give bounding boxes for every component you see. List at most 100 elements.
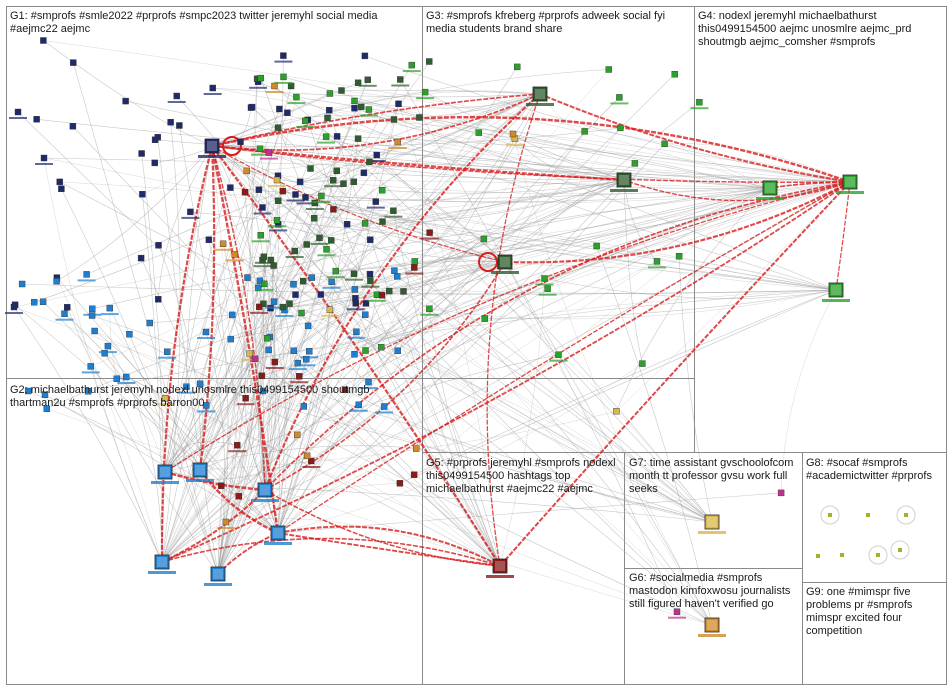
node — [167, 118, 174, 126]
node — [163, 348, 171, 355]
node-label-bar — [265, 367, 284, 369]
node-label-bar — [181, 216, 200, 219]
node-label-bar — [203, 93, 222, 95]
edge-gray — [161, 122, 181, 563]
node-label-bar — [366, 206, 385, 209]
node — [219, 240, 227, 248]
node — [352, 300, 359, 307]
node — [218, 482, 225, 489]
edge-gray — [376, 154, 625, 181]
edge-gray — [381, 181, 851, 348]
node — [302, 194, 309, 201]
edge-gray — [164, 267, 415, 473]
node — [244, 274, 251, 281]
hub-node — [842, 174, 858, 190]
edge-gray — [232, 314, 501, 567]
edge-gray — [333, 209, 837, 291]
edge-gray — [413, 187, 771, 475]
node — [31, 299, 38, 306]
node — [258, 372, 266, 379]
edge-gray — [678, 256, 713, 523]
node — [222, 518, 230, 526]
edge-gray — [368, 261, 506, 383]
node — [303, 356, 310, 363]
edge-gray — [167, 93, 541, 352]
node-label-bar — [347, 336, 366, 339]
node — [544, 285, 551, 292]
node — [209, 84, 216, 92]
edge-gray — [161, 284, 294, 563]
node-label-bar — [317, 254, 336, 257]
edge-gray — [186, 145, 213, 387]
node — [83, 271, 90, 278]
node — [661, 140, 668, 148]
node — [397, 76, 404, 83]
node-label-bar — [255, 288, 274, 291]
edge-red — [264, 181, 851, 491]
node-label-bar — [324, 185, 343, 188]
edge-gray — [126, 376, 713, 626]
edge-gray — [246, 170, 771, 195]
node — [362, 347, 369, 354]
edge-gray — [277, 127, 621, 534]
edge-gray — [167, 93, 541, 352]
node — [89, 305, 96, 312]
node — [255, 186, 263, 193]
edge-gray — [314, 217, 506, 263]
node — [40, 154, 48, 162]
edge-gray — [257, 179, 625, 289]
edge-gray — [94, 330, 201, 471]
edge-gray — [211, 145, 238, 446]
node — [146, 319, 153, 327]
node-label-bar — [416, 97, 435, 100]
red-edges — [160, 93, 851, 575]
node — [202, 328, 210, 336]
edge-red — [211, 145, 266, 491]
edge-gray — [623, 179, 643, 364]
node — [270, 298, 278, 305]
node-label-bar — [274, 60, 293, 63]
edge-gray — [199, 79, 368, 471]
edge-gray — [294, 93, 541, 252]
g8-ring — [820, 505, 840, 525]
edge-gray — [616, 187, 771, 412]
node-label-bar — [305, 208, 324, 210]
group-label-g1: G1: #smprofs #smle2022 #prprofs #smpc202… — [10, 10, 378, 35]
node — [318, 192, 325, 200]
node-label-bar — [346, 308, 365, 311]
node — [18, 280, 26, 288]
edge-gray — [190, 211, 837, 291]
edge-gray — [270, 308, 288, 534]
node — [631, 160, 639, 167]
g8-ring — [868, 545, 888, 565]
node — [323, 246, 330, 253]
node — [173, 92, 180, 100]
hub-node-inner — [157, 557, 167, 567]
edge-gray — [157, 137, 219, 575]
edge-gray — [211, 145, 404, 292]
node-label-bar — [391, 84, 410, 87]
node — [358, 103, 365, 111]
node-label-bar — [690, 107, 709, 110]
hub-node-inner — [495, 561, 505, 571]
hub-node-inner — [707, 620, 717, 630]
node — [265, 346, 272, 354]
node-label-bar — [296, 202, 315, 205]
node-label-bar — [274, 81, 293, 84]
hub-node — [532, 86, 548, 102]
edge-gray — [341, 89, 541, 95]
edge-gray — [283, 76, 625, 181]
edge-gray — [164, 85, 292, 473]
edge-gray — [14, 304, 279, 534]
node — [326, 106, 333, 114]
hub-node-inner — [765, 183, 775, 193]
edge-gray — [354, 100, 851, 183]
edge-gray — [199, 181, 355, 471]
edge-gray — [104, 353, 201, 471]
hub-node-inner — [500, 257, 510, 267]
node — [390, 116, 398, 123]
node — [300, 403, 307, 410]
edge-gray — [161, 354, 559, 563]
edge-gray — [247, 187, 771, 278]
node-label-bar — [156, 403, 175, 406]
